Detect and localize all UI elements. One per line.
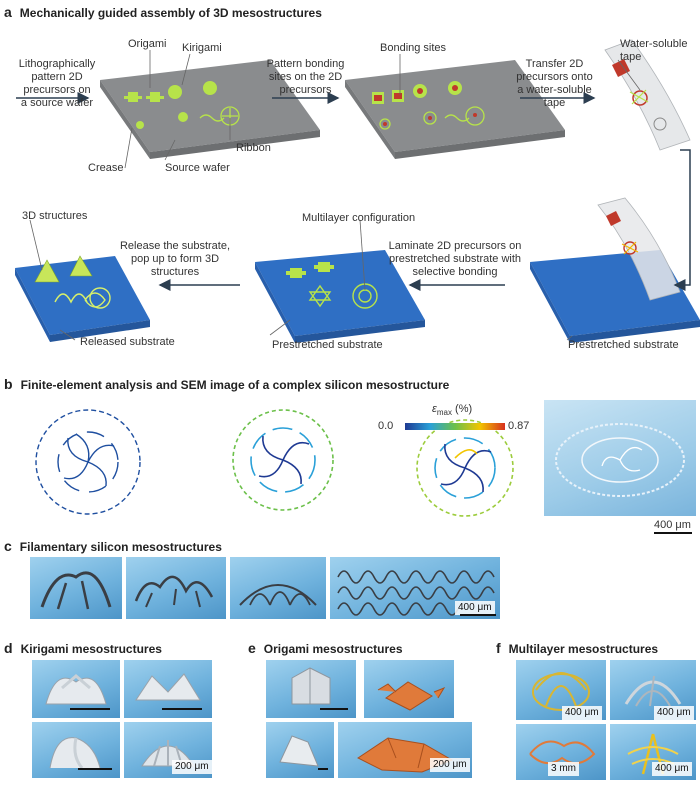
- label-crease: Crease: [88, 162, 124, 174]
- kirigami-scale-3: [78, 768, 112, 770]
- label-origami: Origami: [128, 38, 167, 50]
- origami-scale-1: [320, 708, 348, 710]
- origami-image-2: [364, 660, 454, 718]
- label-multilayer: Multilayer configuration: [302, 212, 416, 224]
- fea-model-3: [416, 419, 514, 517]
- multilayer-scale-label-1: 400 μm: [562, 706, 602, 720]
- kirigami-scale-1: [70, 708, 110, 710]
- panel-e-scale-label: 200 μm: [430, 758, 470, 772]
- filamentary-image-3: [230, 557, 326, 619]
- origami-image-3: [266, 722, 334, 778]
- kirigami-scale-2: [162, 708, 202, 710]
- source-wafer-1: [100, 60, 320, 159]
- colorbar: [405, 423, 505, 430]
- panel-b-scale-label: 400 μm: [654, 519, 691, 531]
- prestretched-substrate-1: [530, 197, 700, 343]
- fea-model-1: [35, 409, 141, 515]
- label-prestretched-substrate-2: Prestretched substrate: [272, 339, 383, 351]
- prestretched-substrate-2: [255, 250, 425, 343]
- multilayer-scale-label-3: 3 mm: [548, 762, 579, 776]
- panel-c-scale-label: 400 μm: [455, 601, 495, 615]
- label-released-substrate: Released substrate: [80, 336, 175, 348]
- colorbar-min-label: 0.0: [378, 420, 394, 432]
- label-kirigami: Kirigami: [182, 42, 222, 54]
- label-source-wafer: Source wafer: [165, 162, 230, 174]
- panel-b-fea: [35, 409, 514, 517]
- label-bonding-sites: Bonding sites: [380, 42, 447, 54]
- released-substrate: [15, 255, 150, 342]
- sem-image-complex: [544, 400, 696, 516]
- multilayer-scale-label-2: 400 μm: [654, 706, 694, 720]
- panel-c-scale-bar: [460, 614, 496, 616]
- fea-model-2: [232, 409, 334, 511]
- multilayer-scale-label-4: 400 μm: [652, 762, 692, 776]
- panel-d-scale-label: 200 μm: [172, 760, 212, 774]
- label-prestretched-substrate-1: Prestretched substrate: [568, 339, 679, 351]
- colorbar-max-label: 0.87: [508, 420, 530, 432]
- colorbar-title: εmax (%): [432, 403, 473, 418]
- panel-b-scale-bar: [654, 532, 692, 534]
- origami-scale-3: [318, 768, 328, 770]
- filamentary-image-1: [30, 557, 122, 619]
- water-soluble-tape-1: [604, 39, 691, 151]
- filamentary-image-2: [126, 557, 226, 619]
- label-ribbon: Ribbon: [236, 142, 271, 154]
- panel-a-diagram: [15, 39, 700, 343]
- label-3d-structures: 3D structures: [22, 210, 88, 222]
